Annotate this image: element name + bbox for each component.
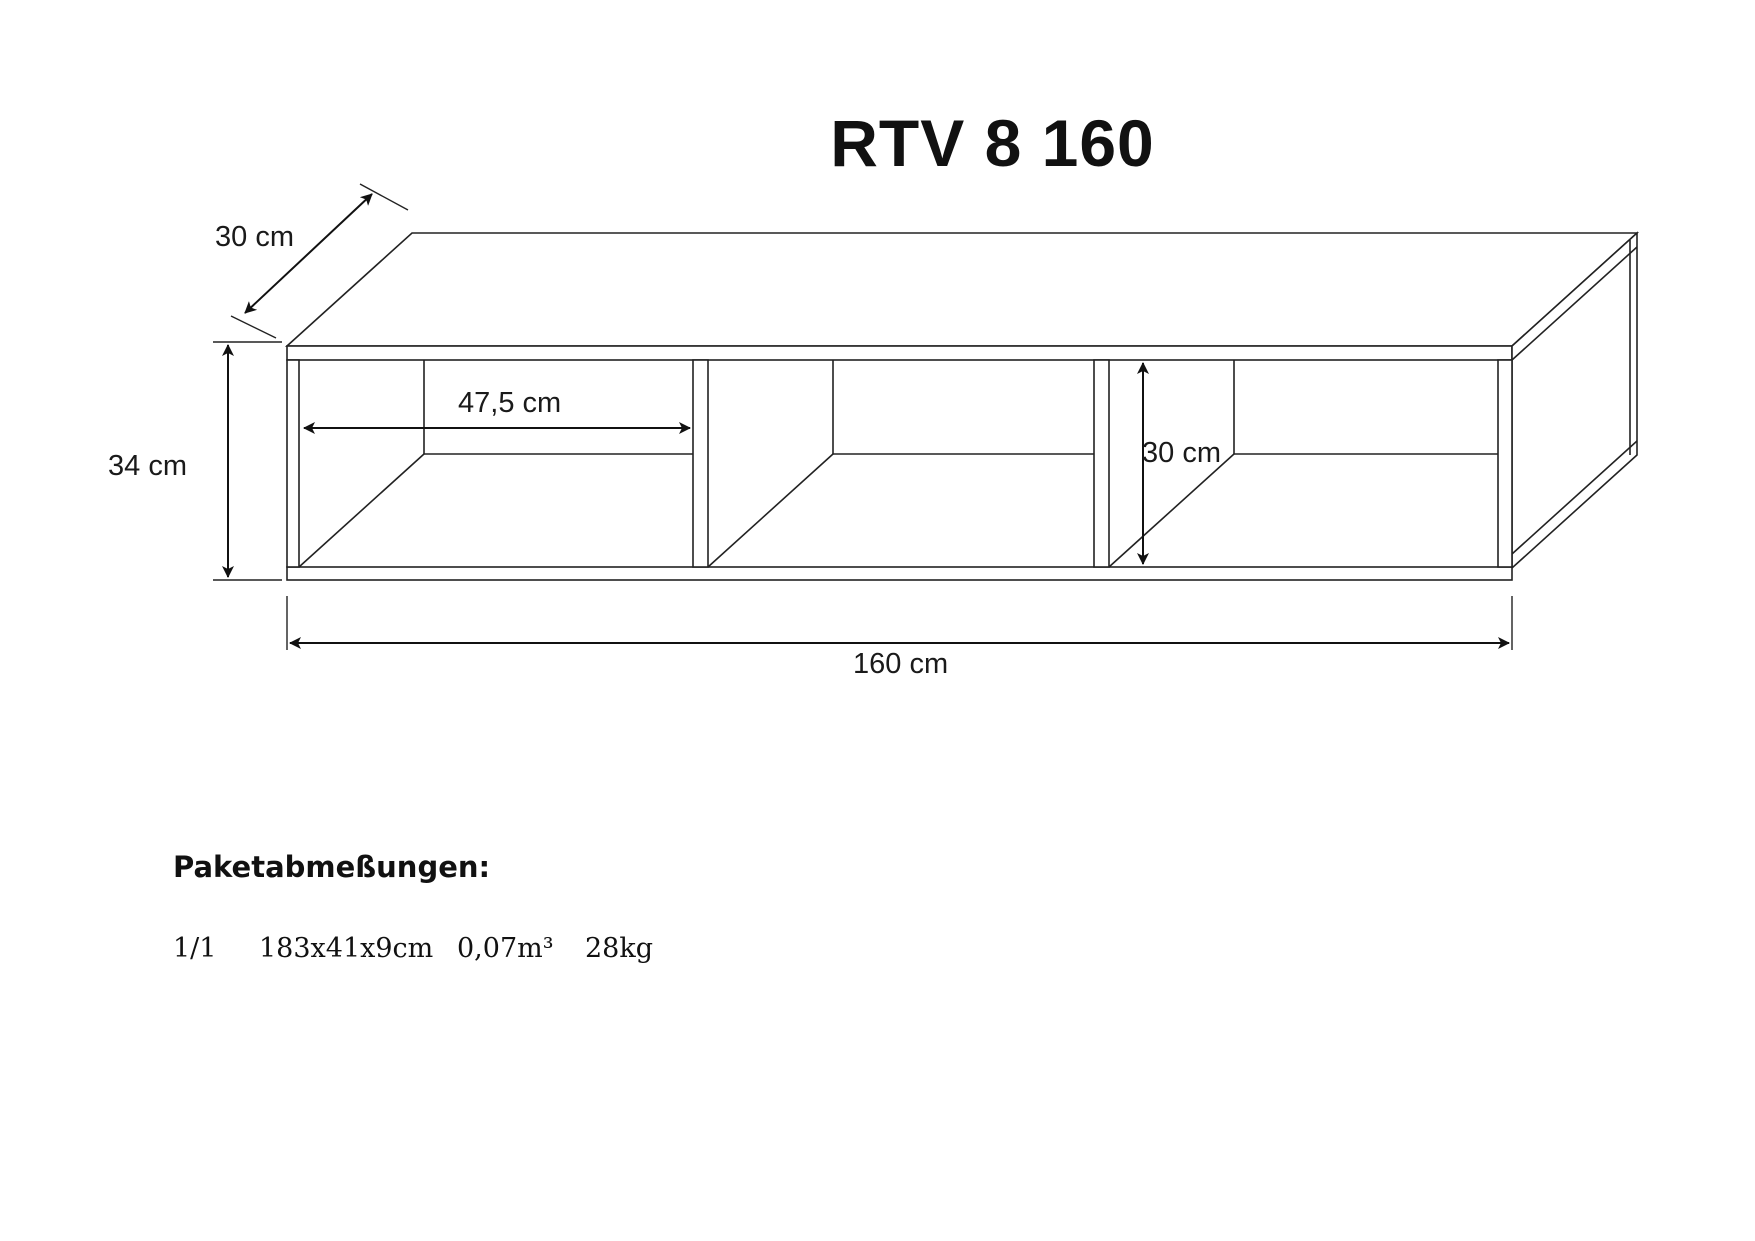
compartment-2	[707, 360, 1094, 568]
compartment-height-label: 30 cm	[1142, 437, 1221, 469]
top-panel	[284, 232, 1640, 347]
divider-2	[1093, 359, 1110, 568]
extension-lines	[213, 183, 1513, 650]
cabinet-outline	[284, 231, 1640, 581]
compartment-3	[1108, 360, 1498, 568]
divider-1	[692, 359, 709, 568]
depth-arrow	[244, 193, 373, 314]
bottom-panel	[286, 566, 1513, 581]
compartment-width-label: 47,5 cm	[458, 387, 561, 419]
product-title: RTV 8 160	[830, 106, 1155, 180]
package-weight: 28kg	[585, 933, 654, 964]
depth-label: 30 cm	[215, 221, 294, 253]
compartment-1	[298, 360, 693, 568]
right-inner-panel	[1497, 359, 1513, 568]
height-label: 34 cm	[108, 450, 187, 482]
package-count: 1/1	[173, 933, 217, 964]
top-front-edge	[286, 345, 1513, 361]
package-details-row: 1/1 183x41x9cm 0,07m³ 28kg	[173, 933, 653, 964]
package-volume: 0,07m³	[457, 933, 554, 964]
package-size: 183x41x9cm	[259, 933, 434, 964]
package-heading: Paketabmeßungen:	[173, 850, 491, 884]
left-side-panel	[286, 359, 300, 568]
dimension-arrows	[222, 193, 1510, 649]
total-width-label: 160 cm	[853, 648, 948, 680]
